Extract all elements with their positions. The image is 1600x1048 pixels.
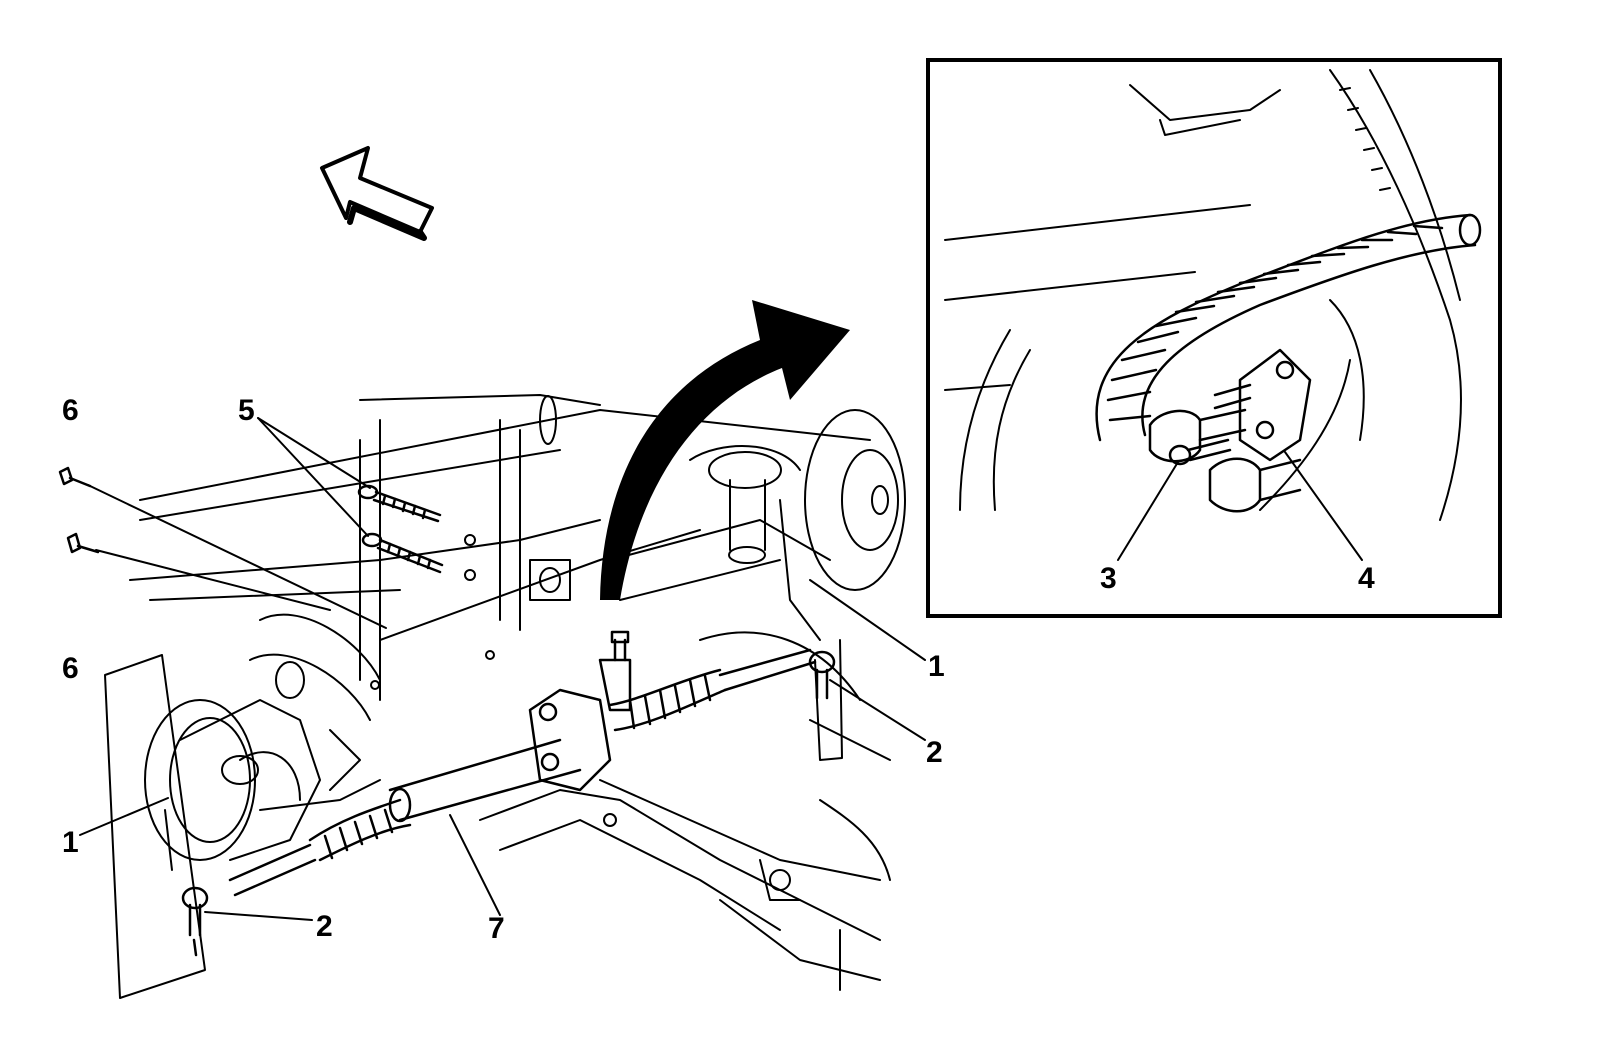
inset-hose-bracket [1148,348,1312,513]
inset-transition-arrow-icon [600,300,850,600]
callout-2-left: 2 [316,910,333,943]
inset-corrugated-hose [1095,213,1482,442]
alignment-panels [104,639,843,999]
inset-frame [926,58,1502,618]
callout-7: 7 [488,912,505,945]
callout-6-upper: 6 [62,394,79,427]
inset-leader-lines [1117,451,1363,561]
main-view-illustration [129,394,906,991]
callout-labels: 6 6 5 1 1 2 2 7 3 4 [62,394,1375,945]
callout-2-right: 2 [926,736,943,769]
callout-5: 5 [238,394,255,427]
callout-1-right: 1 [928,650,945,683]
inset-view [926,58,1502,618]
callout-6-lower: 6 [62,652,79,685]
front-direction-arrow-icon [320,146,434,241]
steering-gear-bolt-lower [66,532,100,554]
callout-1-left: 1 [62,826,79,859]
inset-illustration [944,69,1462,521]
callout-3: 3 [1100,562,1117,595]
steering-gear-assembly [228,630,817,897]
inset-hose-bolt [1168,438,1232,466]
callout-4: 4 [1358,562,1375,595]
main-view-leader-lines [79,417,926,921]
steering-gear-bolt-upper [58,466,92,488]
mounting-bolt-lower [361,532,444,574]
